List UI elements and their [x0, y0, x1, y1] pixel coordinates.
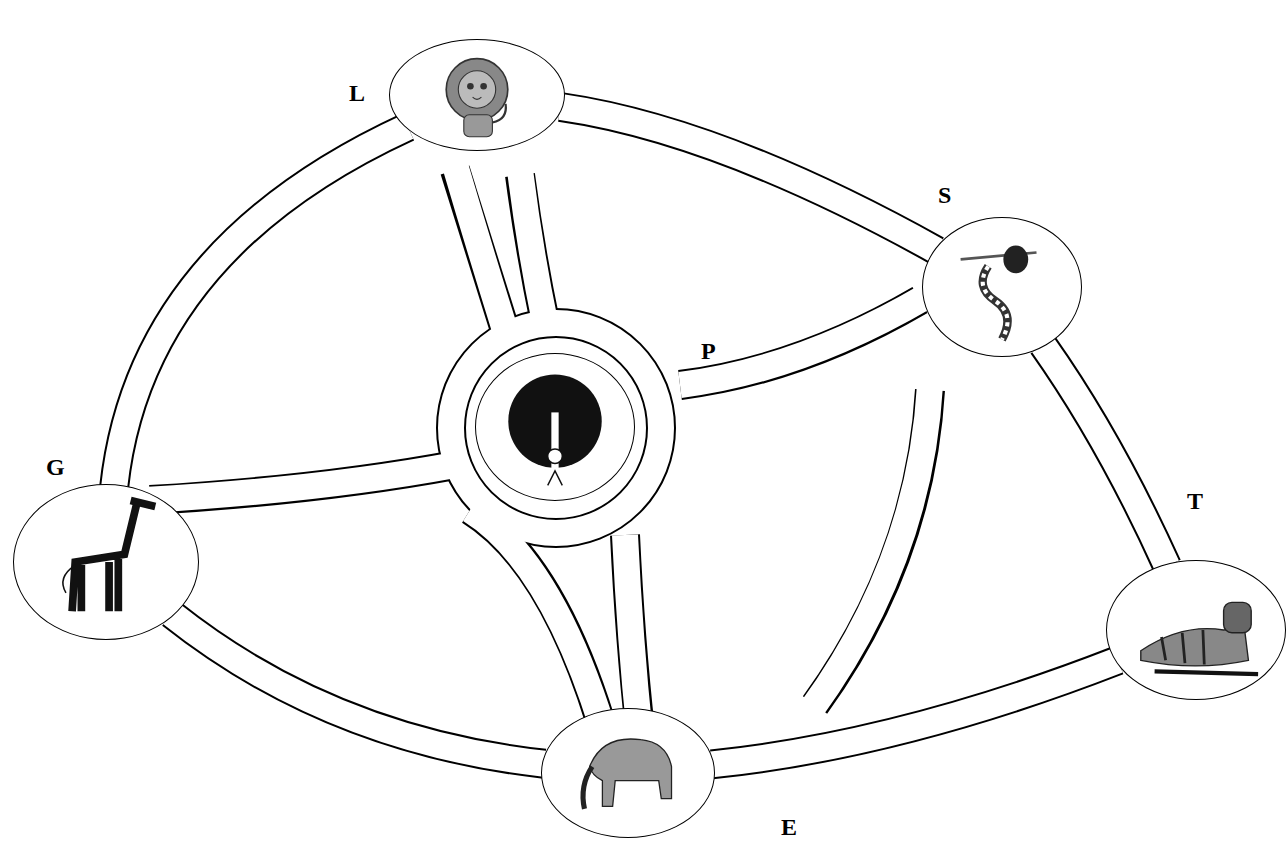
spoke-road	[145, 465, 455, 500]
animal-enclosure: T	[1106, 560, 1286, 700]
spoke-road	[520, 170, 545, 322]
road	[560, 107, 936, 251]
enclosure-letter: G	[46, 455, 65, 479]
road	[114, 127, 408, 487]
road-outline	[712, 660, 1118, 764]
animal-enclosure: S	[922, 217, 1082, 357]
road-outline	[171, 614, 544, 764]
road-outline	[114, 127, 408, 487]
animal-enclosure: P	[475, 353, 635, 501]
road	[171, 614, 544, 764]
animal-picture	[923, 218, 1081, 356]
spoke-road	[625, 535, 640, 736]
enclosure-letter: T	[1187, 489, 1203, 513]
road-outline	[560, 107, 936, 251]
enclosure-letter: L	[349, 81, 365, 105]
animal-picture	[476, 354, 634, 500]
road-outline	[1043, 345, 1167, 566]
animal-enclosure: G	[13, 484, 199, 640]
enclosure-letter: S	[938, 183, 951, 207]
animal-picture	[390, 40, 564, 150]
spoke-road	[680, 297, 925, 385]
animal-picture	[14, 485, 198, 639]
spoke-road	[470, 510, 602, 726]
animal-picture	[1107, 561, 1285, 699]
animal-enclosure: E	[541, 708, 715, 838]
animal-enclosure: L	[389, 39, 565, 151]
road	[712, 660, 1118, 764]
animal-picture	[542, 709, 714, 837]
enclosure-letter: P	[701, 339, 716, 363]
spoke-road	[455, 165, 505, 330]
road	[1043, 345, 1167, 566]
spoke-road	[811, 385, 930, 710]
ring-road-outline	[451, 323, 661, 533]
ring-road	[451, 323, 661, 533]
enclosure-letter: E	[781, 815, 797, 839]
